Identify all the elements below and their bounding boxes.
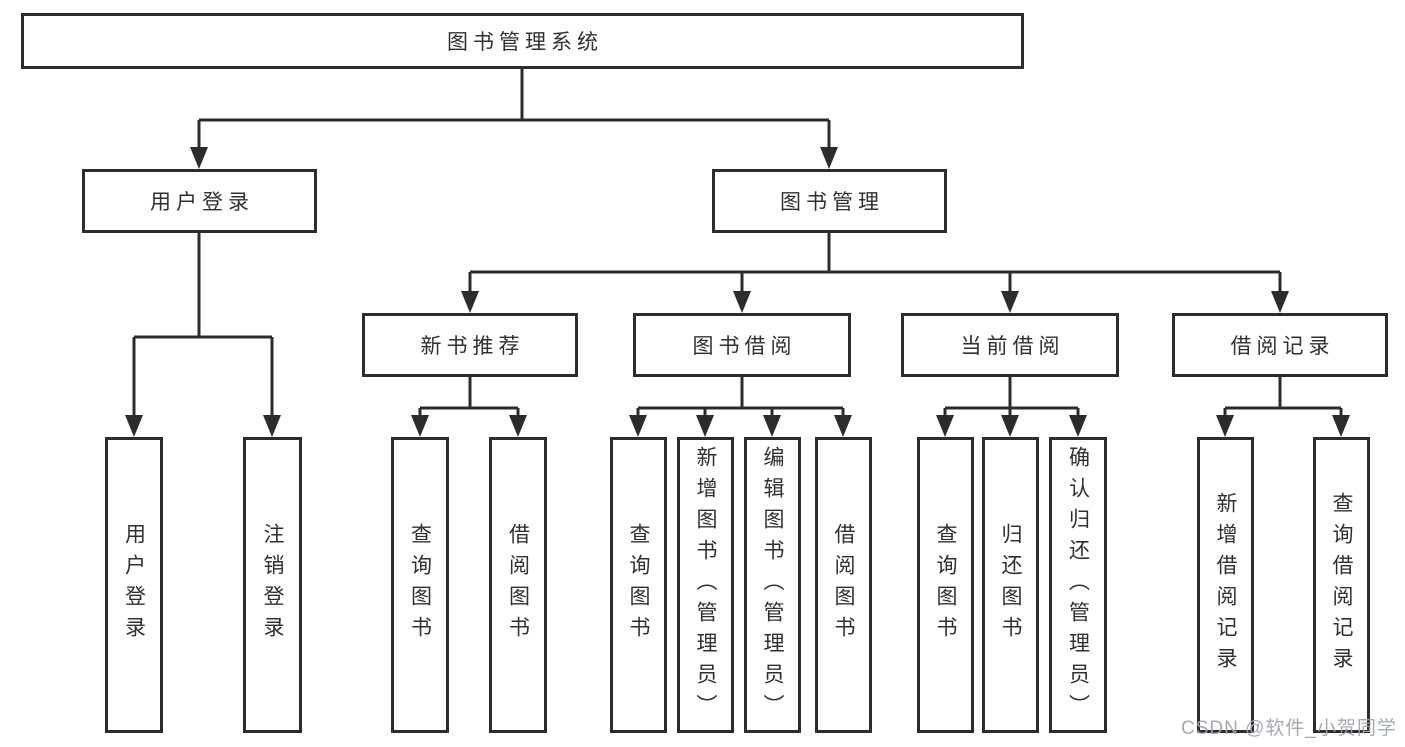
connector-paths <box>132 69 1343 417</box>
leaf-return-books: 归还图书 <box>982 437 1039 733</box>
node-book-borrow: 图书借阅 <box>633 313 851 377</box>
leaf-confirm-return-admin: 确认归还（管理员） <box>1049 437 1107 733</box>
leaf-label: 查询图书 <box>934 523 959 647</box>
leaf-label: 编辑图书（管理员） <box>761 445 786 725</box>
leaf-label: 注销登录 <box>261 523 286 647</box>
node-label: 图书管理系统 <box>447 30 603 54</box>
arrow-to-borrow-record <box>1271 291 1289 313</box>
leaf-label: 新增图书（管理员） <box>694 445 719 725</box>
node-new-book-recommend: 新书推荐 <box>362 313 578 377</box>
leaf-edit-books-admin: 编辑图书（管理员） <box>744 437 801 733</box>
connector-current-borrow-split <box>943 377 1080 417</box>
leaf-label: 借阅图书 <box>506 523 531 647</box>
node-label: 图书管理 <box>780 190 884 214</box>
arrow-leaf-13 <box>1332 415 1350 437</box>
connector-new-book-split <box>418 377 520 417</box>
leaf-label: 确认归还（管理员） <box>1066 445 1091 725</box>
leaf-label: 查询借阅记录 <box>1330 492 1355 678</box>
arrow-leaf-4 <box>509 415 527 437</box>
leaf-user-login: 用户登录 <box>105 437 163 733</box>
arrow-to-book-management <box>820 147 838 169</box>
arrow-leaf-7 <box>763 415 781 437</box>
arrow-leaf-8 <box>834 415 852 437</box>
arrow-leaf-3 <box>411 415 429 437</box>
node-root-library-system: 图书管理系统 <box>21 13 1024 69</box>
csdn-watermark: CSDN @软件_小贺同学 <box>1181 718 1397 739</box>
node-label: 借阅记录 <box>1230 334 1335 358</box>
connector-book-borrow-split <box>636 377 845 417</box>
connector-root-split <box>197 69 831 149</box>
connector-borrow-record-split <box>1223 377 1343 417</box>
leaf-add-borrow-record: 新增借阅记录 <box>1197 437 1254 733</box>
arrow-to-new-book <box>461 291 479 313</box>
leaf-borrow-books: 借阅图书 <box>815 437 872 733</box>
node-label: 用户登录 <box>150 190 254 214</box>
leaf-label: 借阅图书 <box>832 523 857 647</box>
leaf-query-borrow-record: 查询借阅记录 <box>1313 437 1370 733</box>
leaf-logout-login: 注销登录 <box>243 437 302 733</box>
arrow-to-current-borrow <box>1001 291 1019 313</box>
arrow-leaf-12 <box>1216 415 1234 437</box>
node-book-management: 图书管理 <box>712 169 947 233</box>
arrow-leaf-1 <box>125 415 143 437</box>
arrow-to-book-borrow <box>733 291 751 313</box>
arrow-leaf-11 <box>1069 415 1087 437</box>
leaf-label: 用户登录 <box>122 523 147 647</box>
arrow-leaf-5 <box>629 415 647 437</box>
leaf-query-books-recommend: 查询图书 <box>391 437 449 733</box>
connector-book-management-split <box>468 233 1282 293</box>
node-borrow-record: 借阅记录 <box>1172 313 1388 377</box>
arrow-leaf-6 <box>696 415 714 437</box>
arrowheads <box>125 147 1350 437</box>
arrow-leaf-10 <box>1001 415 1019 437</box>
arrow-leaf-2 <box>263 415 281 437</box>
leaf-label: 查询图书 <box>408 523 433 647</box>
node-label: 当前借阅 <box>960 334 1065 358</box>
leaf-label: 归还图书 <box>999 523 1024 647</box>
node-user-login: 用户登录 <box>82 169 317 233</box>
leaf-borrow-books-recommend: 借阅图书 <box>489 437 547 733</box>
node-current-borrow: 当前借阅 <box>901 313 1119 377</box>
node-label: 新书推荐 <box>420 334 525 358</box>
leaf-add-books-admin: 新增图书（管理员） <box>677 437 734 733</box>
leaf-query-books-borrow: 查询图书 <box>610 437 667 733</box>
node-label: 图书借阅 <box>692 334 797 358</box>
arrow-to-user-login <box>190 147 208 169</box>
arrow-leaf-9 <box>936 415 954 437</box>
leaf-label: 查询图书 <box>627 523 652 647</box>
leaf-query-books-current: 查询图书 <box>917 437 974 733</box>
leaf-label: 新增借阅记录 <box>1214 492 1239 678</box>
connector-user-login-split <box>132 233 274 417</box>
